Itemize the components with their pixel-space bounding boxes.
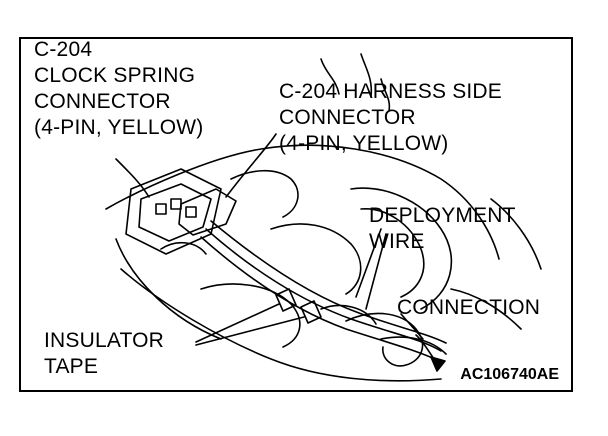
- label-connection: CONNECTION: [397, 295, 540, 321]
- column-housing-lower: [120, 268, 442, 382]
- label-line: CONNECTION: [397, 296, 541, 319]
- insulator-tape-2: [300, 300, 322, 324]
- label-line: TAPE: [44, 355, 99, 378]
- label-line: C-204 HARNESS SIDE: [279, 80, 503, 103]
- figure-code: AC106740AE: [460, 366, 559, 383]
- leader-insulator-1: [195, 303, 280, 343]
- label-clock-spring-connector: C-204 CLOCK SPRING CONNECTOR (4-PIN, YEL…: [34, 38, 204, 141]
- leader-connection: [400, 313, 424, 340]
- harness-connector: [178, 188, 237, 236]
- label-line: WIRE: [369, 230, 425, 253]
- leader-deployment-2: [365, 233, 387, 310]
- label-line: C-204: [34, 38, 93, 61]
- diagram-frame: C-204 CLOCK SPRING CONNECTOR (4-PIN, YEL…: [19, 37, 573, 392]
- leader-deployment-1: [355, 228, 382, 298]
- leader-insulator-2: [195, 316, 305, 346]
- label-line: (4-PIN, YELLOW): [34, 116, 204, 139]
- label-insulator-tape: INSULATOR TAPE: [44, 328, 164, 380]
- label-harness-side-connector: C-204 HARNESS SIDE CONNECTOR (4-PIN, YEL…: [279, 79, 502, 157]
- label-line: (4-PIN, YELLOW): [279, 132, 449, 155]
- label-line: DEPLOYMENT: [369, 204, 516, 227]
- leader-clock-spring: [115, 158, 150, 198]
- harness-wire-b: [200, 236, 440, 362]
- deployment-wire: [345, 312, 424, 367]
- harness-wire-a: [205, 228, 442, 352]
- label-deployment-wire: DEPLOYMENT WIRE: [369, 203, 516, 255]
- label-line: INSULATOR: [44, 329, 165, 352]
- label-line: CONNECTOR: [34, 90, 171, 113]
- label-line: CONNECTOR: [279, 106, 416, 129]
- steering-column-illustration: [105, 53, 542, 382]
- label-line: CLOCK SPRING: [34, 64, 196, 87]
- leader-harness: [225, 133, 277, 198]
- column-housing: [105, 144, 500, 260]
- insulator-tape-1: [275, 288, 297, 312]
